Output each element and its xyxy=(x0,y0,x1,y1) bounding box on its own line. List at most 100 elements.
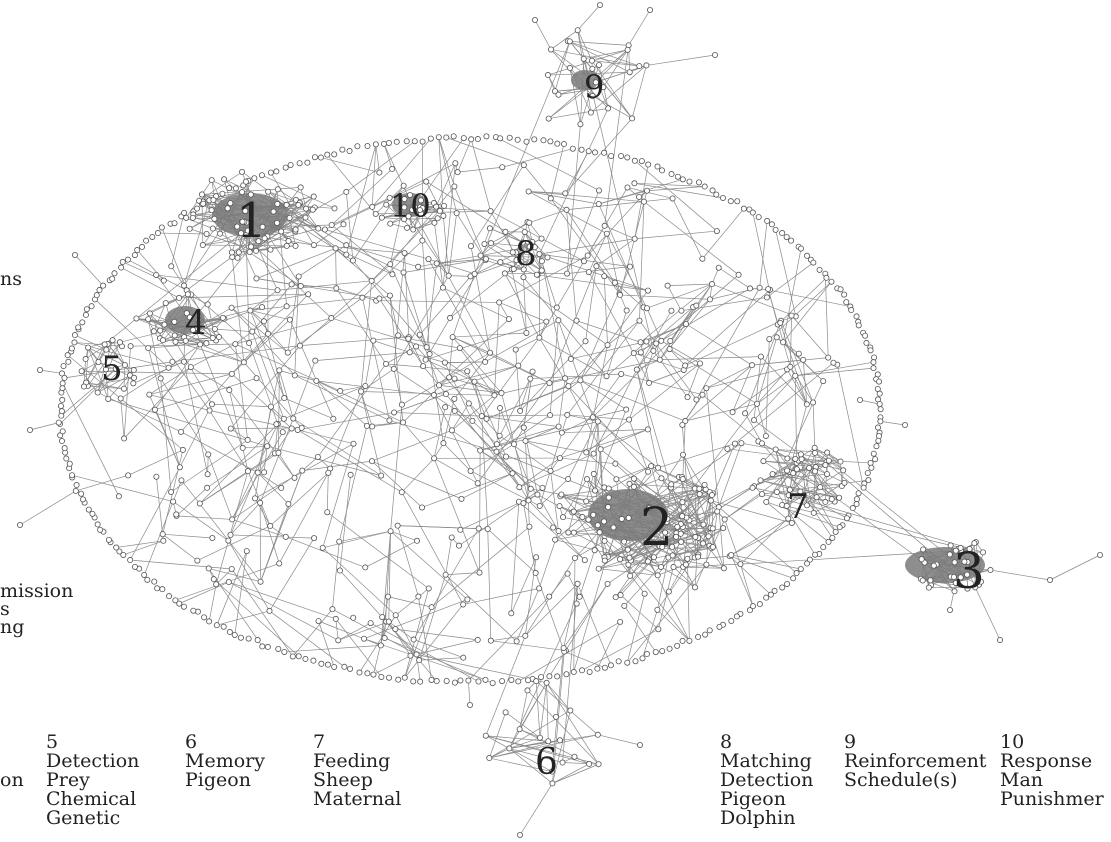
graph-node xyxy=(605,485,612,492)
graph-node xyxy=(742,410,749,417)
graph-node xyxy=(55,419,62,426)
graph-edge xyxy=(397,525,419,597)
graph-edge xyxy=(346,244,419,268)
graph-edge xyxy=(434,222,444,288)
graph-edge xyxy=(592,95,633,119)
graph-node xyxy=(679,451,686,458)
graph-node xyxy=(186,314,193,321)
graph-node xyxy=(143,237,150,244)
graph-node xyxy=(482,255,489,262)
graph-node xyxy=(456,542,463,549)
graph-node xyxy=(798,456,805,463)
graph-node xyxy=(547,138,554,145)
graph-node xyxy=(525,497,532,504)
graph-node xyxy=(587,109,594,116)
graph-node xyxy=(618,370,625,377)
graph-node xyxy=(624,154,631,161)
graph-node xyxy=(559,759,566,766)
graph-edge xyxy=(769,281,832,340)
graph-node xyxy=(823,274,830,281)
graph-node xyxy=(785,492,792,499)
graph-edge xyxy=(176,487,208,517)
graph-edge xyxy=(97,342,121,393)
graph-edge xyxy=(751,357,829,366)
graph-edge xyxy=(631,65,647,119)
graph-node xyxy=(393,138,400,145)
graph-node xyxy=(420,363,427,370)
graph-node xyxy=(95,359,102,366)
graph-edge xyxy=(633,352,650,384)
graph-node xyxy=(171,332,178,339)
graph-node xyxy=(274,186,281,193)
graph-edge xyxy=(814,471,833,500)
graph-edge xyxy=(365,340,374,387)
graph-node xyxy=(870,365,877,372)
graph-edge xyxy=(569,41,633,119)
graph-edge xyxy=(519,682,547,730)
graph-edge xyxy=(765,339,770,436)
graph-edge xyxy=(603,276,608,346)
graph-edge xyxy=(549,583,608,677)
graph-edge xyxy=(562,583,578,763)
graph-node xyxy=(415,593,422,600)
graph-node xyxy=(629,115,636,122)
graph-node xyxy=(273,421,280,428)
graph-node xyxy=(363,422,370,429)
graph-node xyxy=(566,38,573,45)
graph-node xyxy=(966,545,973,552)
graph-node xyxy=(728,618,735,625)
graph-node xyxy=(180,358,187,365)
graph-edge xyxy=(243,293,309,363)
graph-node xyxy=(372,210,379,217)
graph-node xyxy=(248,243,255,250)
graph-edge xyxy=(694,519,725,588)
graph-edge xyxy=(231,293,309,309)
graph-edge xyxy=(408,216,449,276)
graph-edge xyxy=(418,659,437,682)
graph-edge xyxy=(270,525,286,538)
cluster-label-6: 6 xyxy=(535,742,558,783)
graph-edge xyxy=(696,287,760,400)
graph-edge xyxy=(287,276,300,353)
graph-edge xyxy=(604,45,629,226)
graph-node xyxy=(767,591,774,598)
graph-node xyxy=(389,165,396,172)
graph-node xyxy=(501,270,508,277)
graph-node xyxy=(812,551,819,558)
graph-node xyxy=(877,418,884,425)
graph-node xyxy=(295,653,302,660)
graph-edge xyxy=(668,557,724,569)
graph-node xyxy=(927,577,934,584)
legend-term: Reinforcement xyxy=(844,750,987,772)
graph-edge xyxy=(752,212,770,291)
graph-edge xyxy=(566,190,600,274)
graph-edge xyxy=(180,431,258,473)
graph-node xyxy=(179,446,186,453)
graph-node xyxy=(428,604,435,611)
graph-node xyxy=(451,395,458,402)
graph-node xyxy=(58,438,65,445)
graph-node xyxy=(957,544,964,551)
graph-edge xyxy=(416,654,547,684)
legend-cluster-5: 5 Detection Prey Chemical Genetic xyxy=(46,733,139,828)
graph-node xyxy=(312,357,319,364)
graph-node xyxy=(763,498,770,505)
graph-node xyxy=(417,678,424,685)
graph-node xyxy=(547,46,554,53)
graph-node xyxy=(517,832,524,839)
graph-node xyxy=(738,440,745,447)
graph-node xyxy=(816,266,823,273)
graph-node xyxy=(343,251,350,258)
graph-edge xyxy=(509,748,553,784)
graph-node xyxy=(247,191,254,198)
graph-node xyxy=(60,363,67,370)
graph-edge xyxy=(639,320,697,400)
graph-node xyxy=(573,600,580,607)
graph-node xyxy=(66,460,73,467)
graph-node xyxy=(489,680,496,687)
graph-node xyxy=(289,653,296,660)
graph-node xyxy=(415,263,422,270)
graph-edge xyxy=(523,277,527,333)
graph-edge xyxy=(215,568,232,585)
graph-edge xyxy=(120,398,125,439)
